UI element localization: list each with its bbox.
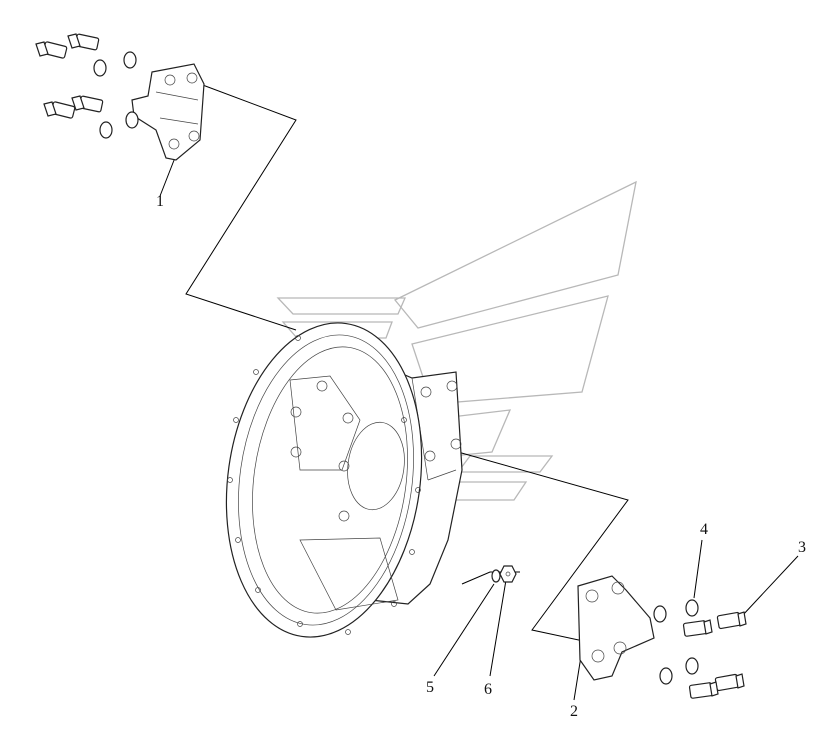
bolt-set-upper: [35, 33, 139, 139]
washer: [659, 667, 673, 685]
bolt: [43, 101, 76, 119]
washer-part-5: [491, 569, 501, 583]
washer: [93, 59, 107, 77]
nut-part-6: [499, 565, 517, 583]
washer: [685, 657, 699, 675]
callout-6: 6: [484, 681, 492, 698]
bracket-lower: [577, 575, 655, 681]
bolt-part-3: [716, 611, 747, 630]
washer: [123, 51, 137, 69]
callout-5: 5: [426, 679, 434, 696]
flange-holes: [227, 335, 421, 635]
washer-part-4: [685, 599, 699, 617]
clutch-housing: [225, 322, 463, 638]
callout-4: 4: [700, 521, 708, 538]
washer: [653, 605, 667, 623]
callout-labels: 1 2 3 4 5 6: [156, 193, 806, 720]
bolt: [67, 33, 100, 51]
callout-3: 3: [798, 539, 806, 556]
bolt: [682, 619, 713, 637]
bolt-set-lower: [653, 599, 747, 699]
bolt: [688, 681, 719, 699]
washer: [125, 111, 139, 129]
callout-1: 1: [156, 193, 164, 210]
bracket-upper: [131, 63, 205, 161]
bolt: [35, 41, 68, 59]
bolt: [714, 673, 745, 692]
bolt: [71, 95, 104, 113]
washer: [99, 121, 113, 139]
callout-2: 2: [570, 703, 578, 720]
